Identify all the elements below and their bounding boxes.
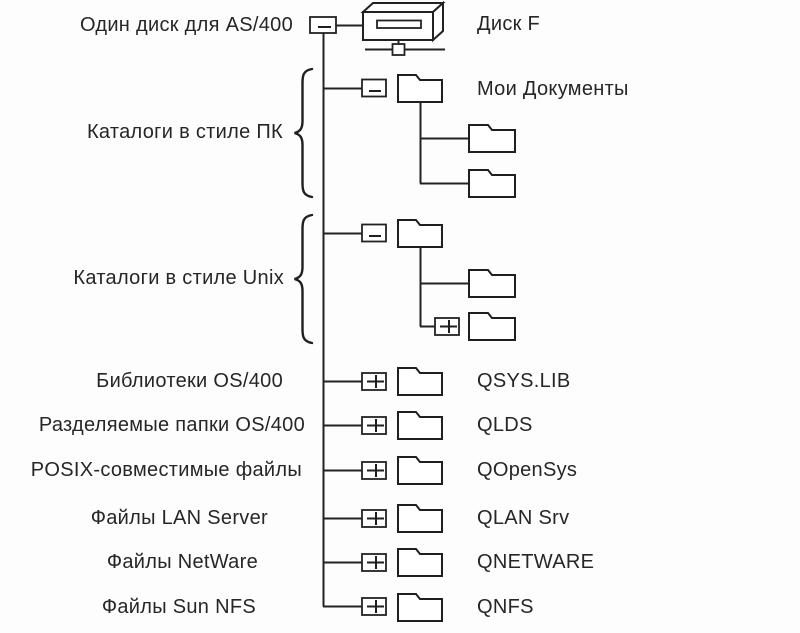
row-node-label-qnfs[interactable]: QNFS [477, 596, 534, 618]
row-left-label-qnetware: Файлы NetWare [106, 551, 258, 573]
pc-group-label: Каталоги в стиле ПК [86, 121, 283, 143]
row-node-label-qlansrv[interactable]: QLAN Srv [477, 507, 570, 529]
row-node-label-qsyslib[interactable]: QSYS.LIB [477, 370, 571, 392]
expand-box[interactable] [361, 553, 387, 572]
folder-icon-qlansrv[interactable] [397, 504, 443, 533]
folder-icon-pc-sub1[interactable] [468, 124, 516, 153]
tree-row-qlds [323, 411, 443, 440]
folder-icon-qnetware[interactable] [397, 548, 443, 577]
expand-box[interactable] [361, 509, 387, 528]
root-left-label: Один диск для AS/400 [79, 14, 293, 36]
collapse-box-pc[interactable] [361, 78, 387, 98]
row-node-label-qopensys[interactable]: QOpenSys [477, 459, 578, 481]
unix-group-label: Каталоги в стиле Unix [73, 267, 284, 289]
row-left-label-qnfs: Файлы Sun NFS [101, 596, 256, 618]
tree-row-qnfs [323, 593, 443, 622]
folder-icon-unix-sub1[interactable] [468, 269, 516, 298]
row-left-label-qsyslib: Библиотеки OS/400 [96, 370, 283, 392]
folder-icon-my-documents[interactable] [397, 74, 443, 103]
row-node-label-qlds[interactable]: QLDS [477, 414, 533, 436]
folder-icon-qnfs[interactable] [397, 593, 443, 622]
collapse-box-unix[interactable] [361, 223, 387, 243]
folder-icon-qopensys[interactable] [397, 456, 443, 485]
unix-group-brace [294, 213, 314, 345]
expand-box[interactable] [361, 597, 387, 616]
tree-row-qopensys [323, 456, 443, 485]
row-left-label-qlds: Разделяемые папки OS/400 [38, 414, 305, 436]
collapse-box-root[interactable] [309, 16, 337, 34]
disk-node-label[interactable]: Диск F [477, 13, 541, 35]
row-node-label-qnetware[interactable]: QNETWARE [477, 551, 595, 573]
folder-icon-qlds[interactable] [397, 411, 443, 440]
folder-icon-unix-root[interactable] [397, 219, 443, 248]
folder-icon-qsyslib[interactable] [397, 367, 443, 396]
tree-row-qnetware [323, 548, 443, 577]
folder-icon-pc-sub2[interactable] [468, 169, 516, 198]
row-left-label-qopensys: POSIX-совместимые файлы [30, 459, 302, 481]
folder-icon-unix-sub2[interactable] [468, 312, 516, 341]
expand-box[interactable] [361, 372, 387, 391]
pc-group-brace [294, 67, 314, 199]
tree-row-qlansrv [323, 504, 443, 533]
network-drive-icon[interactable] [360, 0, 446, 56]
expand-box[interactable] [361, 416, 387, 435]
expand-box[interactable] [361, 461, 387, 480]
my-documents-label[interactable]: Мои Документы [477, 78, 629, 100]
tree-row-qsyslib [323, 367, 443, 396]
row-left-label-qlansrv: Файлы LAN Server [90, 507, 268, 529]
expand-box-unix-sub2[interactable] [434, 317, 460, 336]
